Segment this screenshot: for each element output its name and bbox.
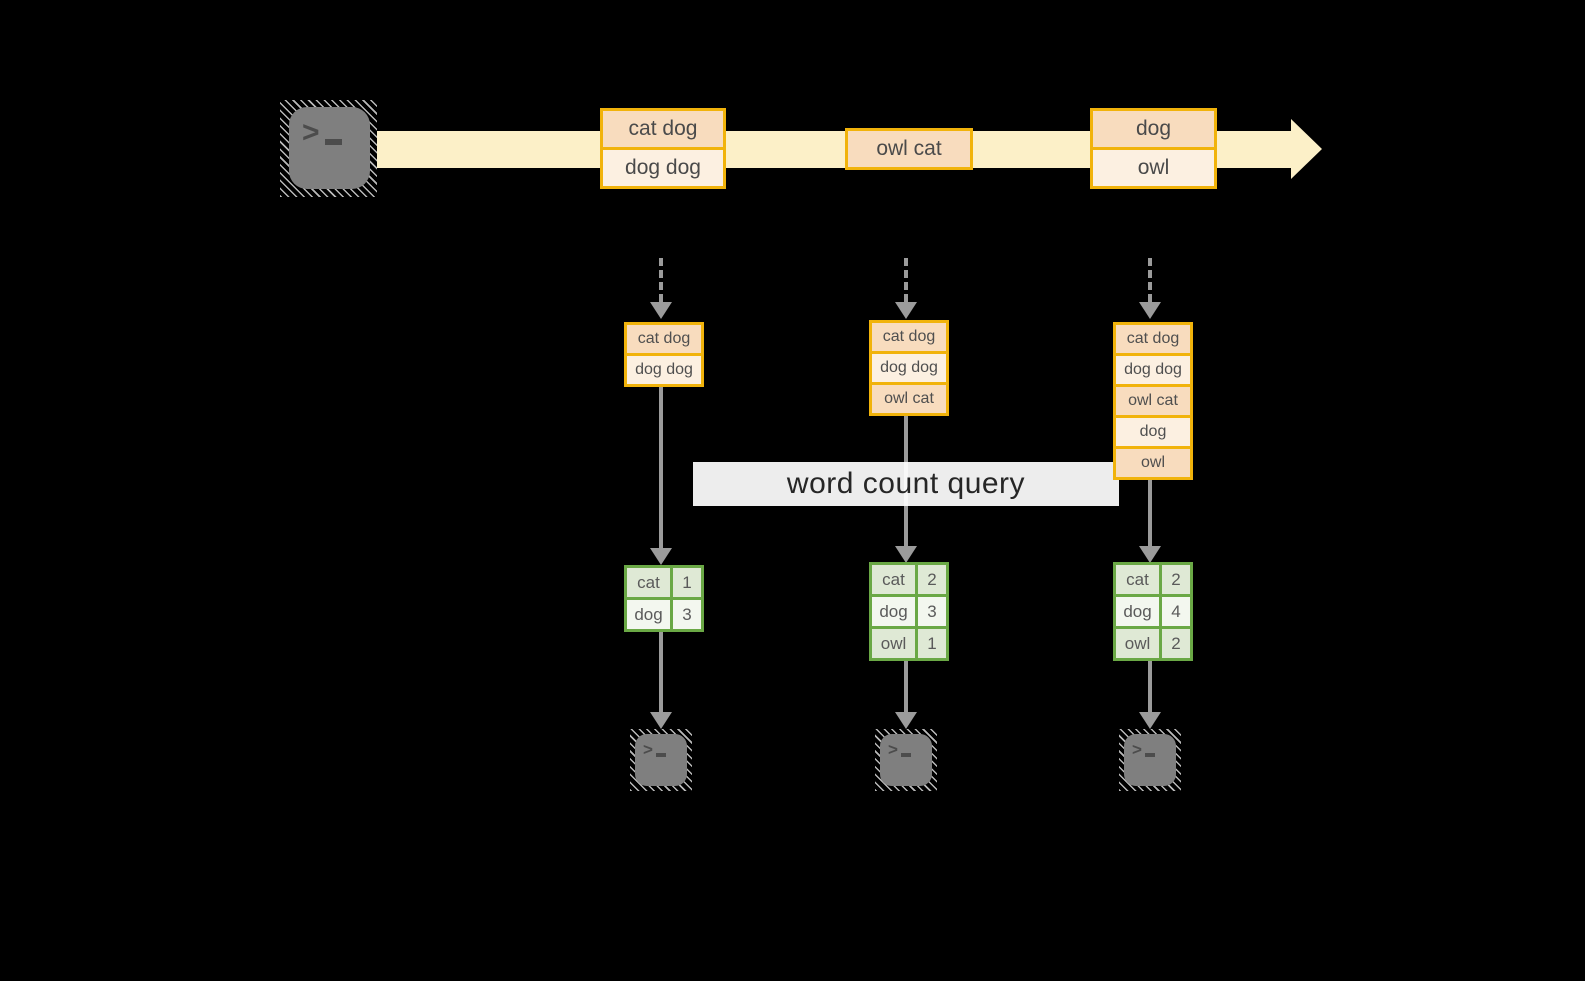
output-arrow-line <box>1148 661 1152 712</box>
word-cell: dog <box>1116 597 1162 626</box>
word-cell: dog <box>872 597 918 626</box>
terminal-prompt-glyph: > <box>1132 741 1176 758</box>
prompt-underscore-icon <box>655 753 666 757</box>
count-cell: 4 <box>1162 597 1190 626</box>
word-cell: cat <box>1116 565 1162 594</box>
stream-event-row: dog <box>1093 111 1214 147</box>
stream-event-row: owl <box>1093 150 1214 186</box>
word-cell: cat <box>872 565 918 594</box>
count-cell: 3 <box>918 597 946 626</box>
word-cell: cat <box>627 568 673 597</box>
count-cell: 1 <box>673 568 701 597</box>
source-terminal-icon: > <box>280 100 377 197</box>
stream-event-row: owl cat <box>848 131 970 167</box>
buffer-row: dog dog <box>1116 356 1190 384</box>
prompt-underscore-icon <box>1144 753 1155 757</box>
count-row: cat 2 <box>1116 565 1190 594</box>
output-arrow-line <box>659 632 663 712</box>
word-count-table-3: cat 2 dog 4 owl 2 <box>1113 562 1193 661</box>
count-row: cat 2 <box>872 565 946 594</box>
ingest-arrow-line <box>659 258 663 302</box>
query-arrowhead-icon <box>650 548 672 565</box>
count-cell: 2 <box>1162 629 1190 658</box>
buffer-row: owl <box>1116 449 1190 477</box>
count-row: dog 3 <box>627 600 701 629</box>
buffer-row: cat dog <box>872 323 946 351</box>
count-row: cat 1 <box>627 568 701 597</box>
count-cell: 2 <box>918 565 946 594</box>
count-row: owl 2 <box>1116 629 1190 658</box>
terminal-prompt-glyph: > <box>643 741 687 758</box>
stream-event-row: dog dog <box>603 150 723 186</box>
prompt-underscore-icon <box>900 753 911 757</box>
ingest-arrow-line <box>1148 258 1152 302</box>
event-buffer-stack-2: cat dog dog dog owl cat <box>869 320 949 416</box>
query-arrow-line <box>1148 480 1152 546</box>
output-arrowhead-icon <box>650 712 672 729</box>
stream-event-box-3: dog owl <box>1090 108 1217 189</box>
query-label: word count query <box>786 467 1026 500</box>
buffer-row: owl cat <box>1116 387 1190 415</box>
count-cell: 2 <box>1162 565 1190 594</box>
word-cell: owl <box>1116 629 1162 658</box>
buffer-row: owl cat <box>872 385 946 413</box>
buffer-row: dog dog <box>627 356 701 384</box>
prompt-chevron-icon: > <box>1132 740 1142 759</box>
consumer-terminal-icon: > <box>1119 729 1181 791</box>
prompt-chevron-icon: > <box>643 740 653 759</box>
word-cell: owl <box>872 629 918 658</box>
count-row: dog 3 <box>872 597 946 626</box>
terminal-body: > <box>635 734 687 786</box>
terminal-prompt-glyph: > <box>302 118 370 148</box>
output-arrow-line <box>904 661 908 712</box>
event-buffer-stack-1: cat dog dog dog <box>624 322 704 387</box>
word-count-table-2: cat 2 dog 3 owl 1 <box>869 562 949 661</box>
output-arrowhead-icon <box>895 712 917 729</box>
query-arrow-line <box>659 387 663 548</box>
prompt-chevron-icon: > <box>302 116 320 149</box>
terminal-body: > <box>1124 734 1176 786</box>
terminal-body: > <box>289 107 370 189</box>
ingest-arrowhead-icon <box>1139 302 1161 319</box>
count-cell: 3 <box>673 600 701 629</box>
prompt-underscore-icon <box>324 139 342 145</box>
word-cell: dog <box>627 600 673 629</box>
query-arrowhead-icon <box>1139 546 1161 563</box>
consumer-terminal-icon: > <box>630 729 692 791</box>
query-arrowhead-icon <box>895 546 917 563</box>
buffer-row: dog <box>1116 418 1190 446</box>
consumer-terminal-icon: > <box>875 729 937 791</box>
buffer-row: cat dog <box>627 325 701 353</box>
buffer-row: cat dog <box>1116 325 1190 353</box>
count-row: owl 1 <box>872 629 946 658</box>
word-count-table-1: cat 1 dog 3 <box>624 565 704 632</box>
buffer-row: dog dog <box>872 354 946 382</box>
ingest-arrow-line <box>904 258 908 302</box>
stream-event-box-1: cat dog dog dog <box>600 108 726 189</box>
terminal-body: > <box>880 734 932 786</box>
query-label-bar: word count query <box>693 462 1119 506</box>
stream-event-row: cat dog <box>603 111 723 147</box>
count-row: dog 4 <box>1116 597 1190 626</box>
stream-event-box-2: owl cat <box>845 128 973 170</box>
ingest-arrowhead-icon <box>650 302 672 319</box>
terminal-prompt-glyph: > <box>888 741 932 758</box>
prompt-chevron-icon: > <box>888 740 898 759</box>
event-buffer-stack-3: cat dog dog dog owl cat dog owl <box>1113 322 1193 480</box>
count-cell: 1 <box>918 629 946 658</box>
ingest-arrowhead-icon <box>895 302 917 319</box>
output-arrowhead-icon <box>1139 712 1161 729</box>
stream-arrowhead-icon <box>1291 119 1322 179</box>
